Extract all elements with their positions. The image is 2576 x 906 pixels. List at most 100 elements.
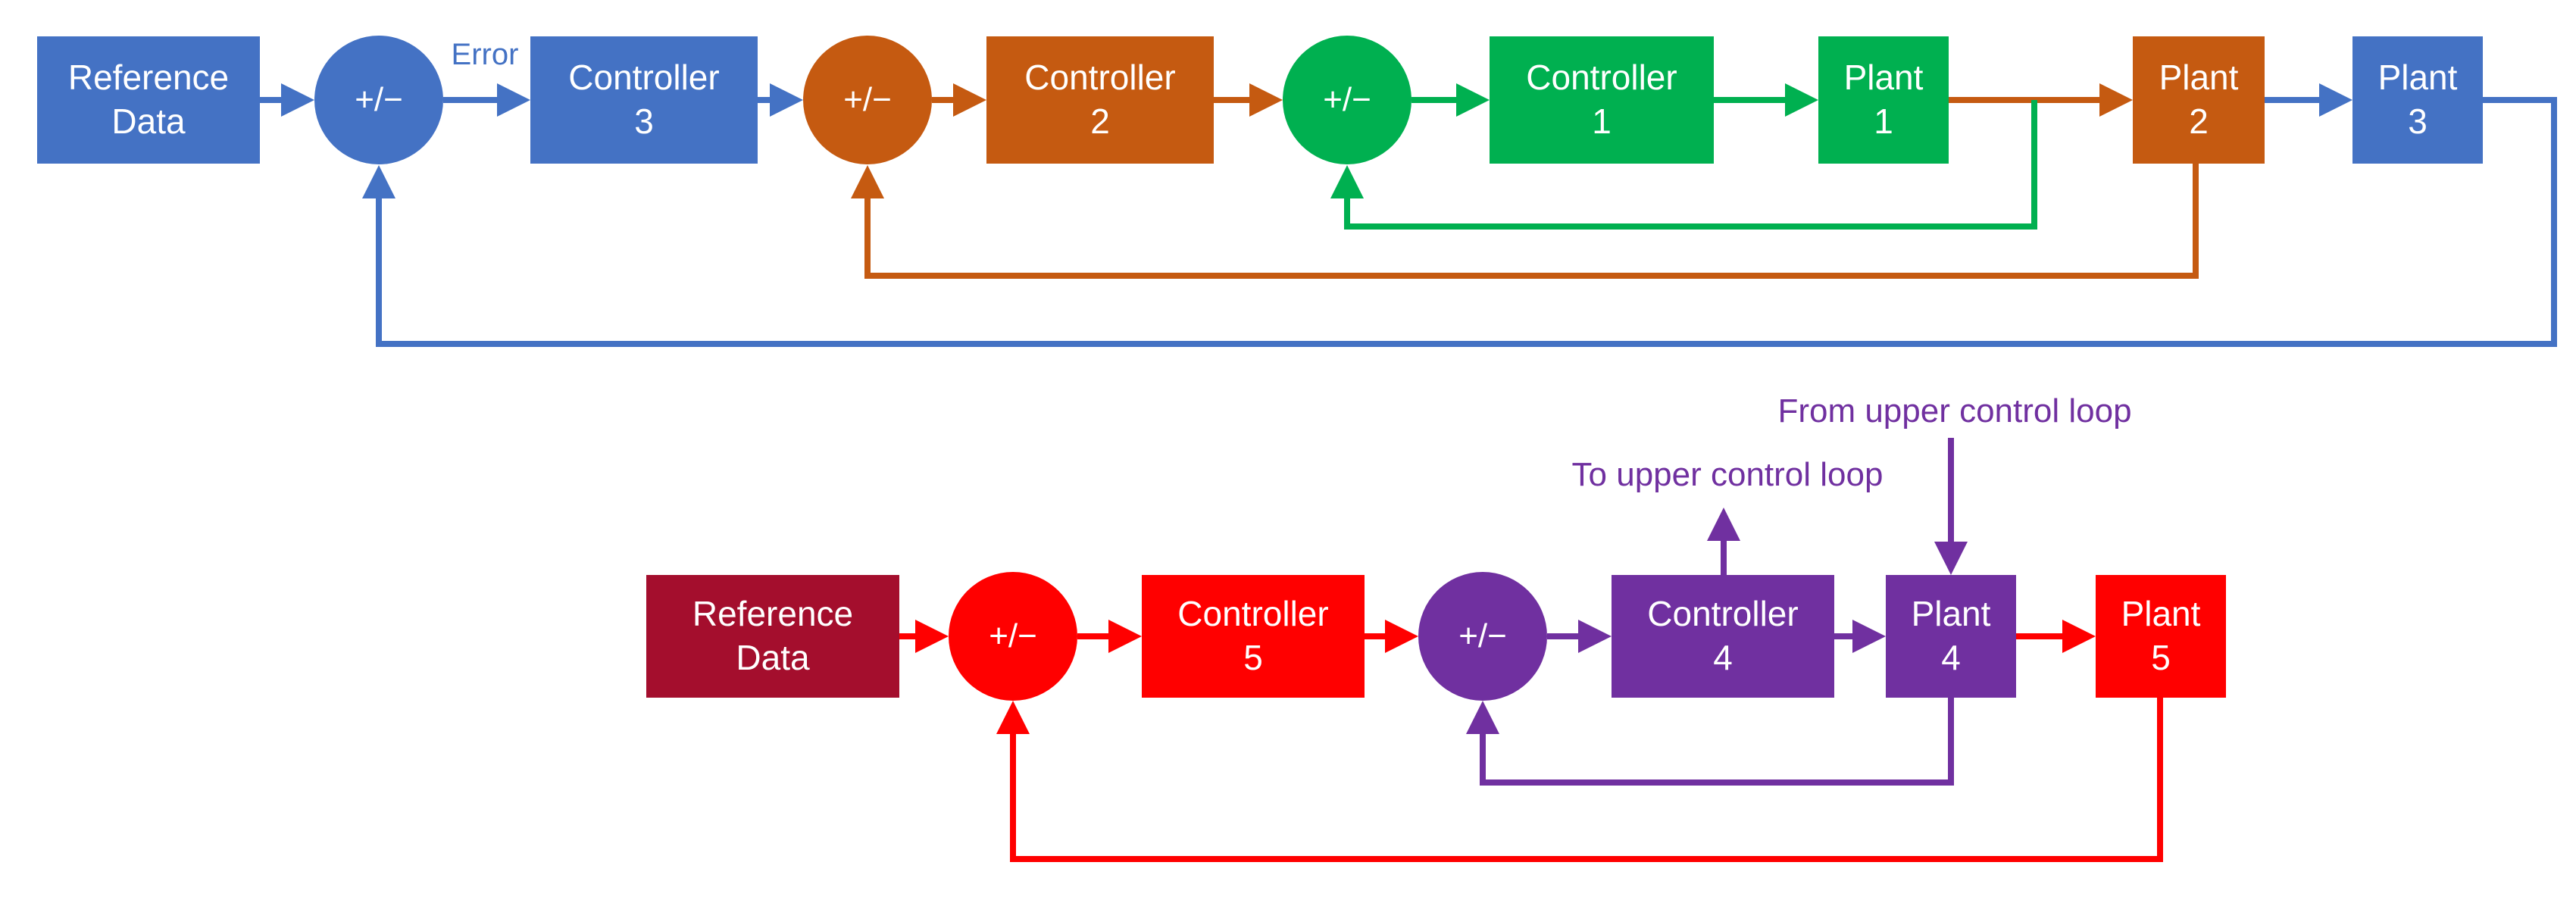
block-controller-3: Controller 3 (530, 36, 758, 164)
arrowhead-right-icon (770, 83, 803, 117)
arrowhead-right-icon (915, 620, 949, 653)
block-number: 2 (2189, 102, 2209, 141)
arrow-controller2-to-sum (1214, 97, 1249, 103)
feedback-blue-riser (376, 198, 382, 341)
to-upper-control-loop-label: To upper control loop (1571, 456, 1884, 493)
arrowhead-up-icon (996, 701, 1030, 734)
feedback-orange-drop (2193, 164, 2199, 279)
arrow-controller4-to-plant4 (1834, 633, 1852, 639)
block-label: Controller (1526, 58, 1677, 98)
arrow-controller1-to-plant1 (1714, 97, 1785, 103)
arrowhead-right-icon (2062, 620, 2096, 653)
arrowhead-right-icon (1249, 83, 1283, 117)
arrowhead-right-icon (1456, 83, 1490, 117)
block-reference-data-top: Reference Data (37, 36, 260, 164)
arrowhead-down-icon (1934, 542, 1968, 575)
block-plant-4: Plant 4 (1886, 575, 2016, 698)
feedback-green-tap (2031, 100, 2037, 230)
sum-junction-red-outer: +/− (949, 572, 1077, 701)
feedback-green-riser (1344, 198, 1350, 230)
block-number: 2 (1090, 102, 1110, 141)
arrowhead-right-icon (1108, 620, 1142, 653)
arrowhead-right-icon (1385, 620, 1418, 653)
block-label: Plant (1911, 594, 1991, 634)
feedback-blue-out (2482, 97, 2557, 103)
block-number: 1 (1592, 102, 1612, 141)
block-label: Plant (2121, 594, 2201, 634)
block-number: 4 (1941, 638, 1961, 677)
from-upper-loop-line (1948, 438, 1954, 542)
block-controller-5: Controller 5 (1142, 575, 1365, 698)
to-upper-loop-line (1721, 541, 1727, 575)
sum-junction-blue-outer: +/− (314, 36, 443, 164)
arrowhead-right-icon (1785, 83, 1818, 117)
block-plant-1: Plant 1 (1818, 36, 1949, 164)
block-label: Data (736, 638, 810, 677)
arrow-sum-to-controller3 (443, 97, 497, 103)
sum-junction-orange-middle: +/− (803, 36, 932, 164)
block-label: Reference (67, 58, 230, 98)
sum-label: +/− (1458, 617, 1507, 655)
block-number: 3 (2408, 102, 2428, 141)
arrowhead-right-icon (497, 83, 530, 117)
block-reference-data-bottom: Reference Data (646, 575, 899, 698)
feedback-orange-horizontal (864, 273, 2199, 279)
feedback-purple-drop (1948, 698, 1954, 786)
error-label: Error (451, 38, 519, 71)
arrowhead-right-icon (1578, 620, 1612, 653)
arrowhead-up-icon (1707, 508, 1740, 541)
arrowhead-up-icon (851, 165, 884, 198)
sum-label: +/− (989, 617, 1037, 655)
feedback-orange-riser (864, 198, 871, 273)
block-number: 5 (1243, 638, 1263, 677)
sum-label: +/− (1323, 81, 1371, 118)
block-controller-4: Controller 4 (1612, 575, 1834, 698)
arrowhead-right-icon (281, 83, 314, 117)
block-number: 5 (2151, 638, 2171, 677)
block-label: Controller (1177, 594, 1329, 634)
block-number: 4 (1713, 638, 1733, 677)
block-number: 3 (634, 102, 654, 141)
arrow-sum-to-controller4 (1547, 633, 1578, 639)
arrow-sum-to-controller2 (932, 97, 953, 103)
arrow-controller5-to-sum (1365, 633, 1385, 639)
arrow-plant2-to-plant3 (2265, 97, 2319, 103)
block-plant-3: Plant 3 (2352, 36, 2483, 164)
arrowhead-up-icon (362, 165, 395, 198)
sum-label: +/− (843, 81, 892, 118)
sum-junction-purple-inner: +/− (1418, 572, 1547, 701)
feedback-blue-horizontal (376, 341, 2557, 347)
arrow-ref-to-sum (260, 97, 281, 103)
feedback-purple-horizontal (1480, 779, 1954, 786)
arrowhead-right-icon (2099, 83, 2133, 117)
feedback-green-horizontal (1344, 223, 2037, 230)
arrow-plant1-to-plant2 (1949, 97, 2099, 103)
arrow-ref-to-sum-bottom (899, 633, 915, 639)
block-label: Plant (2159, 58, 2239, 98)
arrow-sum-to-controller5 (1077, 633, 1108, 639)
block-label: Controller (568, 58, 720, 98)
arrow-controller3-to-sum (758, 97, 770, 103)
block-label: Controller (1024, 58, 1176, 98)
block-label: Controller (1647, 594, 1799, 634)
block-label: Plant (1843, 58, 1924, 98)
from-upper-control-loop-label: From upper control loop (1777, 392, 2132, 430)
arrowhead-right-icon (953, 83, 986, 117)
block-label: Reference (692, 594, 854, 634)
feedback-red-horizontal (1010, 856, 2163, 862)
feedback-red-riser (1010, 734, 1016, 856)
block-controller-2: Controller 2 (986, 36, 1214, 164)
block-label: Data (111, 102, 186, 141)
arrowhead-right-icon (2319, 83, 2352, 117)
block-plant-5: Plant 5 (2096, 575, 2226, 698)
sum-label: +/− (355, 81, 403, 118)
arrowhead-right-icon (1852, 620, 1886, 653)
arrowhead-up-icon (1466, 701, 1499, 734)
arrow-sum-to-controller1 (1411, 97, 1456, 103)
block-label: Plant (2377, 58, 2458, 98)
feedback-blue-drop (2551, 97, 2557, 347)
block-plant-2: Plant 2 (2133, 36, 2265, 164)
block-number: 1 (1874, 102, 1893, 141)
arrowhead-up-icon (1330, 165, 1364, 198)
